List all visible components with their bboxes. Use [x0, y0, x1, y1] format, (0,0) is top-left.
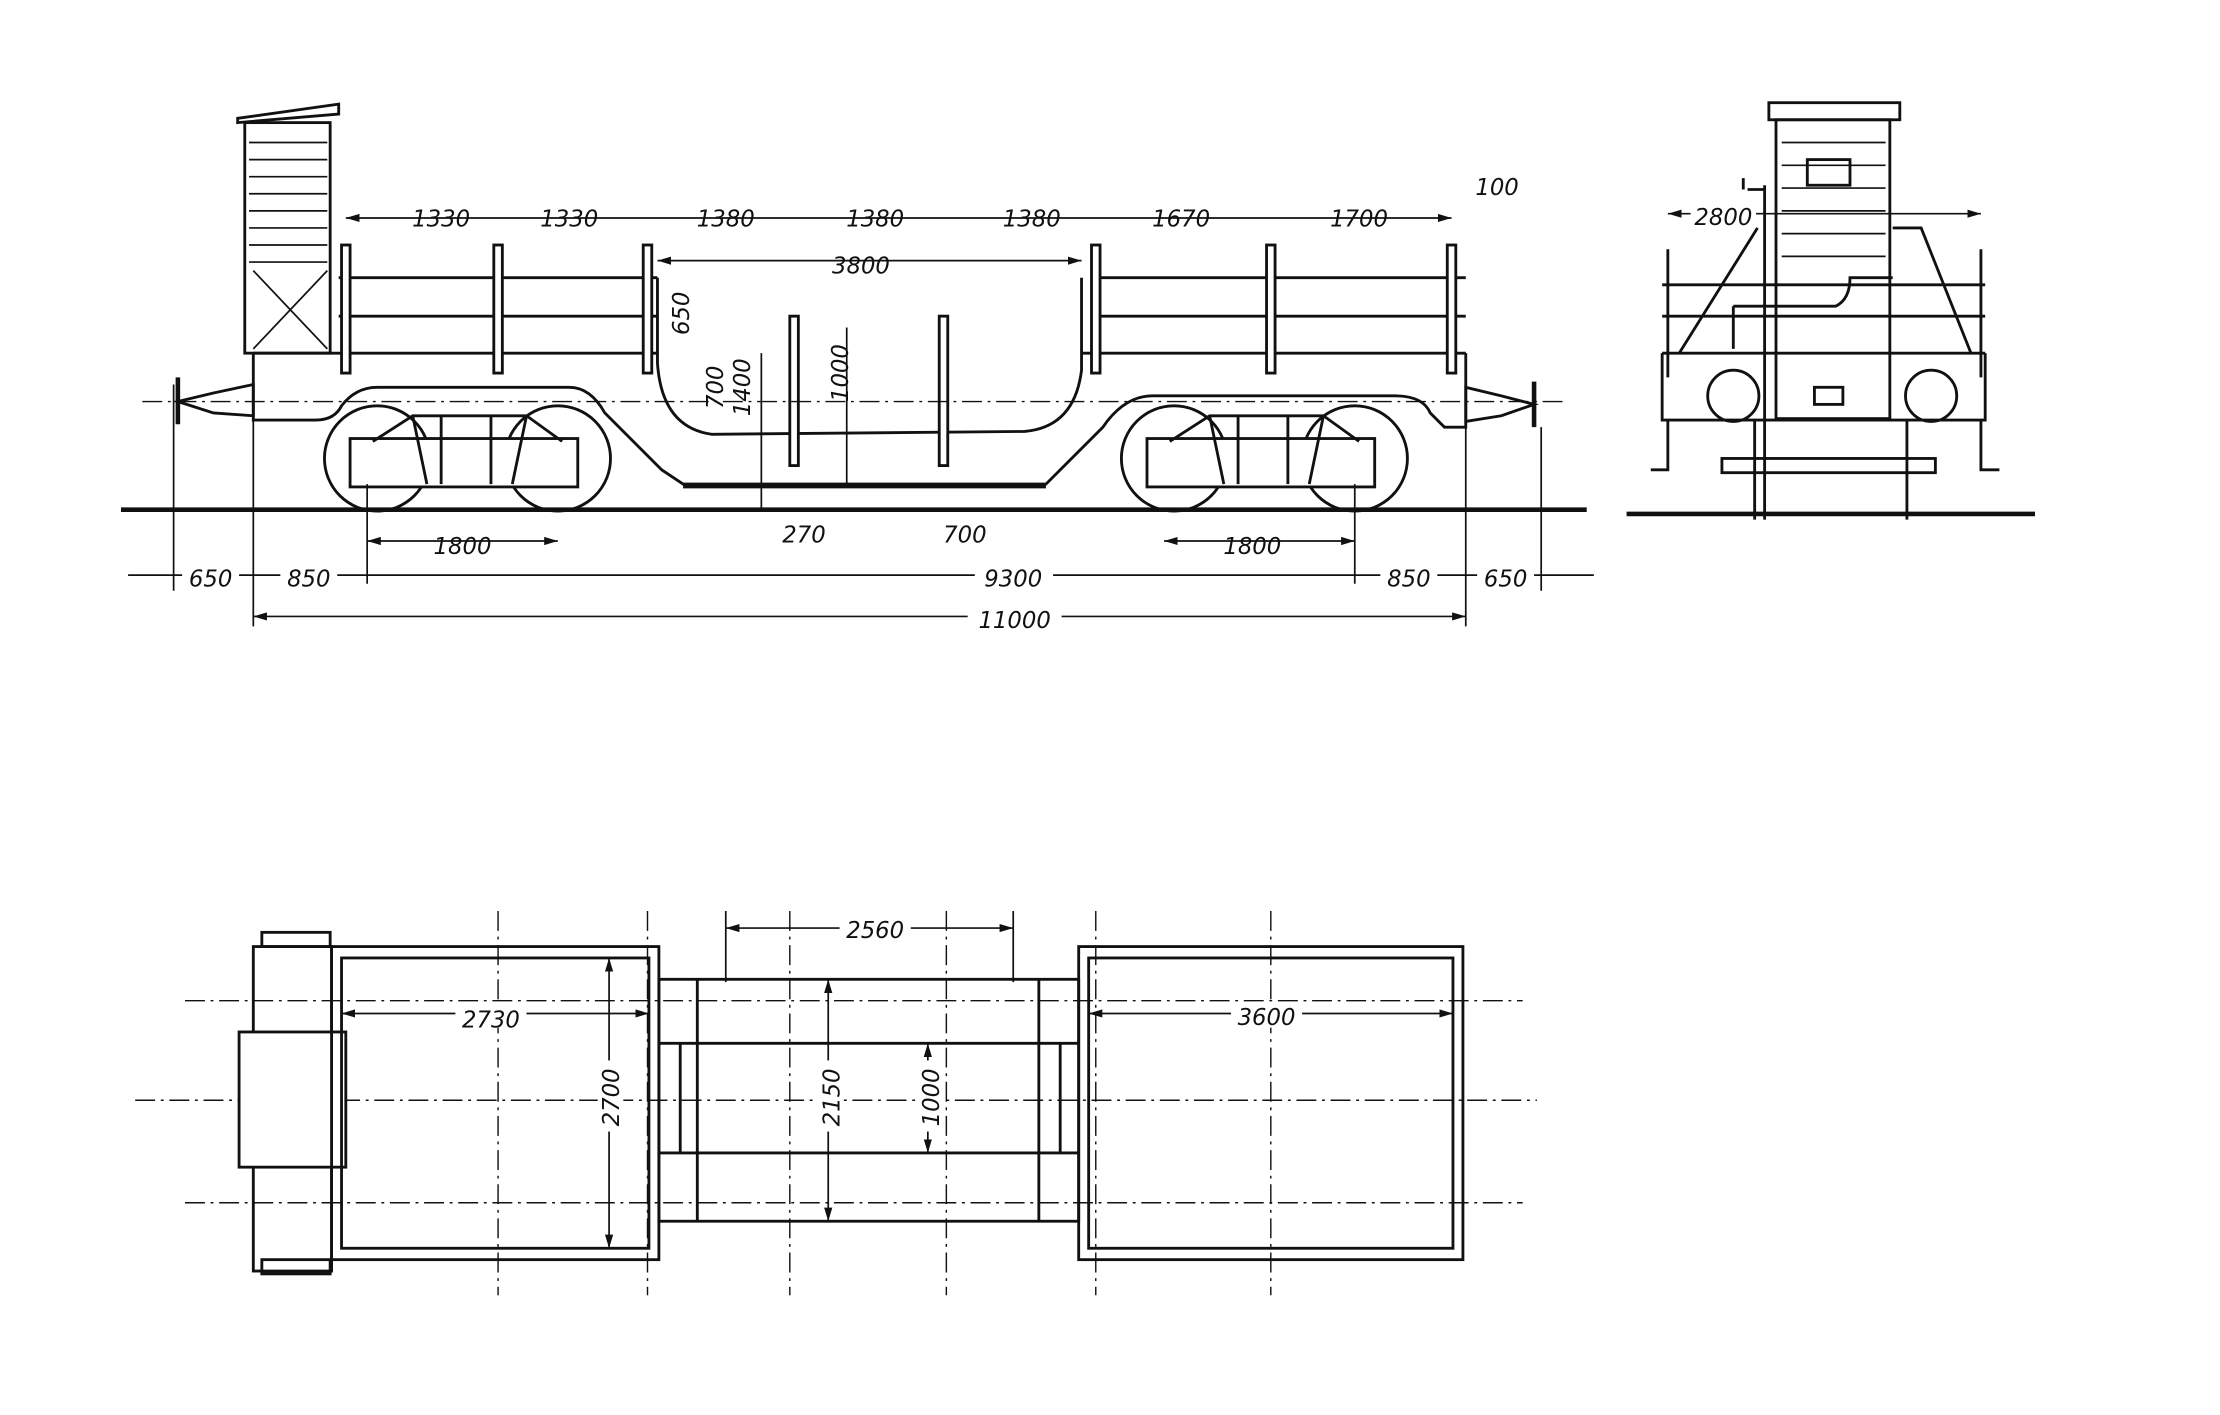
- dim-well-depth: 1400: [730, 358, 756, 416]
- dim-overhang-left: 850: [287, 567, 330, 593]
- side-stake-boards: [253, 276, 1466, 355]
- dim-frame-width: 2700: [599, 1068, 625, 1126]
- dim-stake-5: 1380: [1003, 206, 1061, 232]
- dim-bogie-wheelbase-left: 1800: [434, 534, 492, 560]
- buffer-right: [1464, 381, 1539, 428]
- dim-stake-height: 650: [669, 292, 695, 335]
- dim-well-length: 3800: [832, 253, 890, 279]
- dim-stake-3: 1380: [697, 206, 755, 232]
- brake-cab: [236, 102, 341, 355]
- dim-end-offset: 100: [1475, 175, 1518, 201]
- dim-stake-6: 1670: [1152, 206, 1210, 232]
- well-deck: [656, 277, 1083, 436]
- dim-bogie-wheelbase-right: 1800: [1223, 534, 1281, 560]
- dim-post-height: 1000: [828, 344, 854, 402]
- bogie-left: [323, 404, 612, 513]
- dim-stake-1: 1330: [412, 206, 470, 232]
- dim-well-opening: 2560: [846, 918, 904, 944]
- dim-well-floor-height: 700: [943, 522, 986, 548]
- dim-ground-clearance: 270: [782, 522, 825, 548]
- dim-inner-width: 1000: [919, 1068, 945, 1126]
- bogie-right: [1119, 404, 1409, 513]
- dim-stake-7: 1700: [1330, 206, 1388, 232]
- dim-end-width: 2800: [1694, 205, 1752, 231]
- dim-buffer-right: 650: [1484, 567, 1527, 593]
- stakes: [340, 243, 1458, 468]
- end-view: 2800: [1626, 101, 2035, 520]
- dim-stake-2: 1330: [540, 206, 598, 232]
- dim-right-deck-length: 3600: [1238, 1005, 1296, 1031]
- dim-length-over-frame: 11000: [978, 608, 1050, 634]
- dim-stake-4: 1380: [846, 206, 904, 232]
- underframe: [251, 353, 1468, 486]
- dim-bogie-centers: 9300: [984, 567, 1042, 593]
- dim-well-width: 2150: [820, 1068, 846, 1126]
- side-view: 1330 1330 1380 1380 1380 1670 1700 100 3…: [120, 102, 1594, 634]
- dim-left-deck-length: 2730: [462, 1008, 520, 1034]
- plan-view: 2560 2730 3600 2700 2150 1000: [135, 911, 1537, 1296]
- dim-overhang-right: 850: [1387, 567, 1430, 593]
- dim-deck-height: 700: [703, 366, 729, 409]
- side-view-dimensions: 1330 1330 1380 1380 1380 1670 1700 100 3…: [182, 175, 1535, 634]
- dim-buffer-left: 650: [189, 567, 232, 593]
